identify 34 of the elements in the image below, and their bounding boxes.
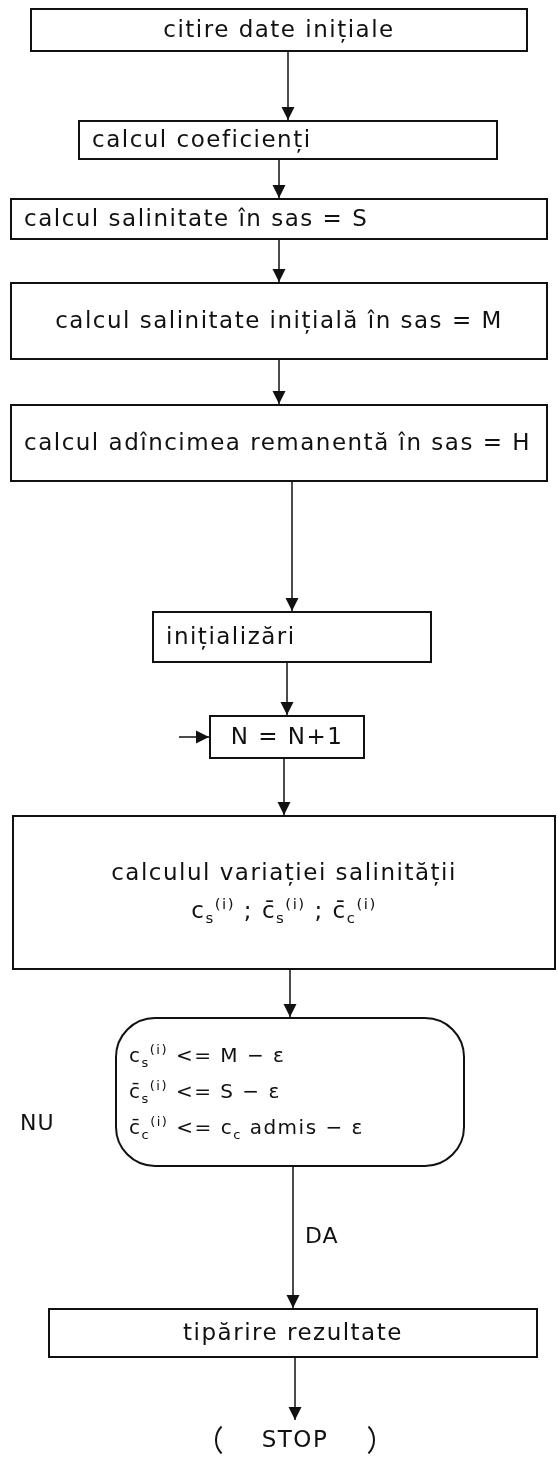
arrow [283,969,297,1018]
process-box [209,715,365,759]
arrow [280,662,294,716]
node-text: tipărire rezultate [183,1318,403,1348]
process-box [12,815,556,970]
arrow [272,159,286,199]
decision-box [115,1017,465,1167]
process-box [10,198,548,240]
node-text: c$_{s}$$^{(i)}$ <= M − ε [129,1040,286,1071]
process-box [48,1308,538,1358]
arrow [288,1357,302,1421]
process-box [78,120,498,160]
node-text: calcul salinitate inițială în sas = M [55,306,503,336]
arrow [285,481,299,612]
process-box [10,282,548,360]
arrow [281,51,295,121]
arrow [272,239,286,283]
arrow [272,359,286,405]
process-box [30,8,528,52]
arrow [178,730,210,744]
node-text: calcul adîncimea remanentă în sas = H [24,428,532,458]
arrow [286,1166,300,1309]
node-text: inițializări [166,622,296,652]
node-text: N = N+1 [230,722,344,752]
node-text: calcul coeficienți [92,125,312,155]
node-text: citire date inițiale [163,15,395,45]
node-text: c̄$_{c}$$^{(i)}$ <= c$_{c}$ admis − ε [129,1113,364,1144]
process-box [10,404,548,482]
process-box [152,611,432,663]
node-text: calculul variației salinității [111,857,457,888]
node-text: STOP [261,1425,329,1455]
arrow [277,758,291,816]
node-text: c̄$_{s}$$^{(i)}$ <= S − ε [129,1076,281,1108]
node-text: calcul salinitate în sas = S [24,204,369,234]
